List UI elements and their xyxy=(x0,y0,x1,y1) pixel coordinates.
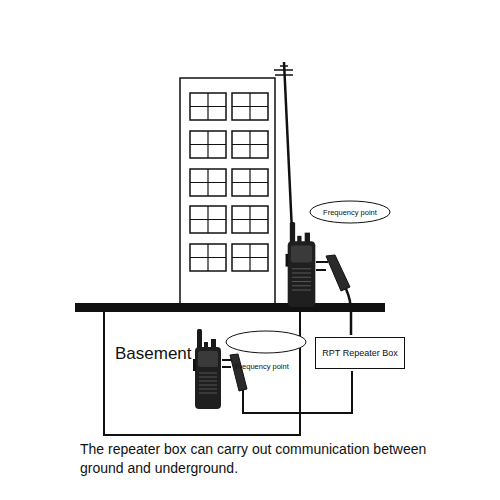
window xyxy=(190,93,226,120)
window-frame xyxy=(232,93,268,120)
plug-pin xyxy=(316,261,328,263)
plug-body xyxy=(230,354,247,391)
window xyxy=(190,206,226,233)
caption: The repeater box can carry out communica… xyxy=(80,440,450,478)
window-transom xyxy=(232,257,268,258)
antenna-rod xyxy=(284,62,292,232)
window-transom xyxy=(190,257,226,258)
window xyxy=(232,206,268,233)
window xyxy=(232,93,268,120)
cable xyxy=(243,371,352,413)
window-transom xyxy=(190,219,226,220)
window xyxy=(190,244,226,271)
window-transom xyxy=(232,144,268,145)
antenna-crossbar xyxy=(280,65,288,67)
bubble-ellipse xyxy=(310,201,390,223)
window xyxy=(190,131,226,158)
window-frame xyxy=(190,206,226,233)
radio-lower xyxy=(193,329,221,409)
plug-pin xyxy=(222,366,231,368)
window-frame xyxy=(232,244,268,271)
window-grid xyxy=(190,93,268,271)
window-frame xyxy=(190,244,226,271)
frequency-bubble: Frequency point xyxy=(225,330,307,354)
window-frame xyxy=(232,169,268,196)
plug-body xyxy=(326,255,350,291)
window xyxy=(232,131,268,158)
window-transom xyxy=(190,182,226,183)
plug-pin xyxy=(316,269,326,271)
window-frame xyxy=(190,131,226,158)
antenna-crossbar xyxy=(274,69,293,71)
region-label: Basement xyxy=(115,344,192,364)
window-transom xyxy=(190,106,226,107)
window xyxy=(232,169,268,196)
antenna-crossbar xyxy=(275,74,293,76)
building-wall xyxy=(180,78,275,304)
window-frame xyxy=(190,169,226,196)
window-frame xyxy=(232,206,268,233)
upper-cable xyxy=(316,255,351,335)
window-frame xyxy=(232,131,268,158)
bubble-ellipse xyxy=(226,331,306,353)
antenna xyxy=(274,62,293,232)
bubble-outline xyxy=(225,330,307,354)
building xyxy=(180,78,275,304)
window-transom xyxy=(232,219,268,220)
basement-region: BasementFrequency point xyxy=(103,310,301,436)
node-label: RPT Repeater Box xyxy=(322,348,397,358)
repeater-box: RPT Repeater Box xyxy=(315,337,405,369)
node-label: Frequency point xyxy=(235,362,289,371)
plug-pin xyxy=(222,359,232,361)
window-transom xyxy=(232,106,268,107)
window-frame xyxy=(190,93,226,120)
frequency-bubble: Frequency point xyxy=(309,200,391,224)
window-transom xyxy=(190,144,226,145)
window xyxy=(232,244,268,271)
node-label: Frequency point xyxy=(323,208,377,217)
radio-upper xyxy=(286,222,316,307)
window xyxy=(190,169,226,196)
cable xyxy=(346,289,351,335)
window-transom xyxy=(232,182,268,183)
